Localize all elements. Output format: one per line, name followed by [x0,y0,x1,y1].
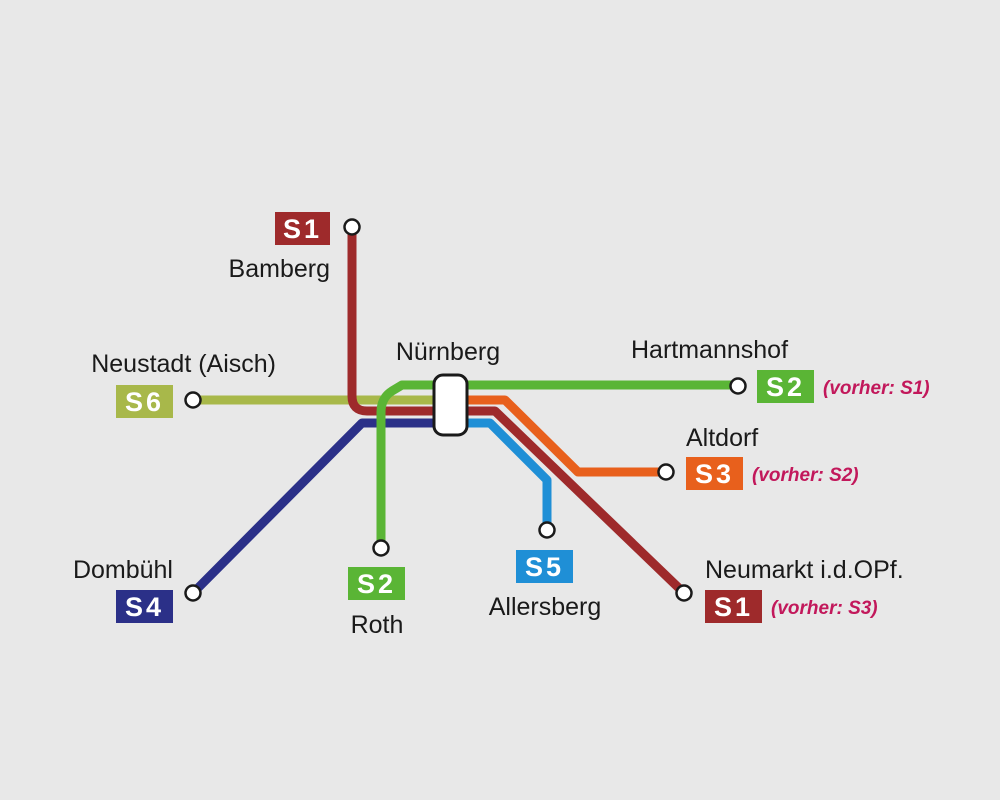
nuernberg-hub-station-icon[interactable] [432,373,469,437]
neustadt-stop-icon[interactable] [184,391,202,409]
dombuehl-line-badge-text: S4 [125,592,164,622]
hartmannshof-line-badge-text: S2 [766,372,805,402]
allersberg-line-badge-text: S5 [525,552,564,582]
altdorf-previous-line-note: (vorher: S2) [752,465,859,486]
roth-label: Roth [351,611,404,639]
bamberg-stop-icon[interactable] [343,218,361,236]
allersberg-stop-icon[interactable] [538,521,556,539]
bamberg-label: Bamberg [229,255,330,283]
hartmannshof-previous-line-note: (vorher: S1) [823,378,930,399]
altdorf-label: Altdorf [686,424,758,452]
neumarkt-line-badge-text: S1 [714,592,753,622]
altdorf-line-badge [686,457,743,490]
s5-line-allersberg [455,418,552,535]
hartmannshof-stop-icon[interactable] [729,377,747,395]
roth-line-badge-text: S2 [357,569,396,599]
neumarkt-line-badge [705,590,762,623]
s2-line-roth [376,380,445,553]
neustadt-line-badge-text: S6 [125,387,164,417]
bamberg-line-badge-text: S1 [283,214,322,244]
altdorf-line-badge-text: S3 [695,459,734,489]
s1-line-neumarkt [455,406,689,598]
dombuehl-stop-icon[interactable] [184,584,202,602]
neumarkt-label: Neumarkt i.d.OPf. [705,556,904,584]
s3-line-altdorf [455,395,671,477]
s4-line-dombuehl [188,418,445,598]
dombuehl-label: Dombühl [73,556,173,584]
neumarkt-previous-line-note: (vorher: S3) [771,598,878,619]
roth-stop-icon[interactable] [372,539,390,557]
dombuehl-line-badge [116,590,173,623]
bamberg-line-badge [275,212,330,245]
neustadt-label: Neustadt (Aisch) [91,350,276,378]
hartmannshof-label: Hartmannshof [631,336,788,364]
neumarkt-stop-icon[interactable] [675,584,693,602]
nuernberg-label: Nürnberg [396,338,500,366]
roth-line-badge [348,567,405,600]
hartmannshof-line-badge [757,370,814,403]
neustadt-line-badge [116,385,173,418]
allersberg-line-badge [516,550,573,583]
s1-line-bamberg [347,222,445,416]
allersberg-label: Allersberg [489,593,602,621]
altdorf-stop-icon[interactable] [657,463,675,481]
